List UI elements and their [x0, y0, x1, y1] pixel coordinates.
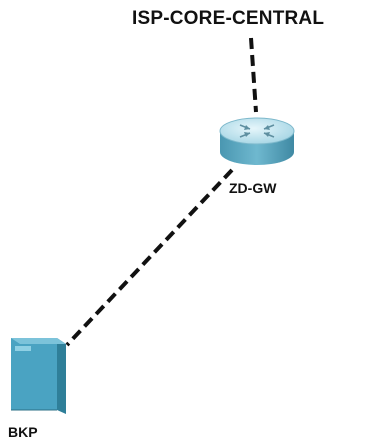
link-isp-to-gw[interactable] — [249, 37, 258, 113]
isp-core-label[interactable]: ISP-CORE-CENTRAL — [132, 8, 325, 29]
router-icon[interactable] — [219, 117, 295, 165]
link-gw-to-bkp[interactable] — [65, 168, 234, 347]
backup-server-label[interactable]: BKP — [8, 424, 38, 440]
server-icon[interactable] — [11, 338, 66, 414]
gateway-label[interactable]: ZD-GW — [229, 180, 277, 196]
